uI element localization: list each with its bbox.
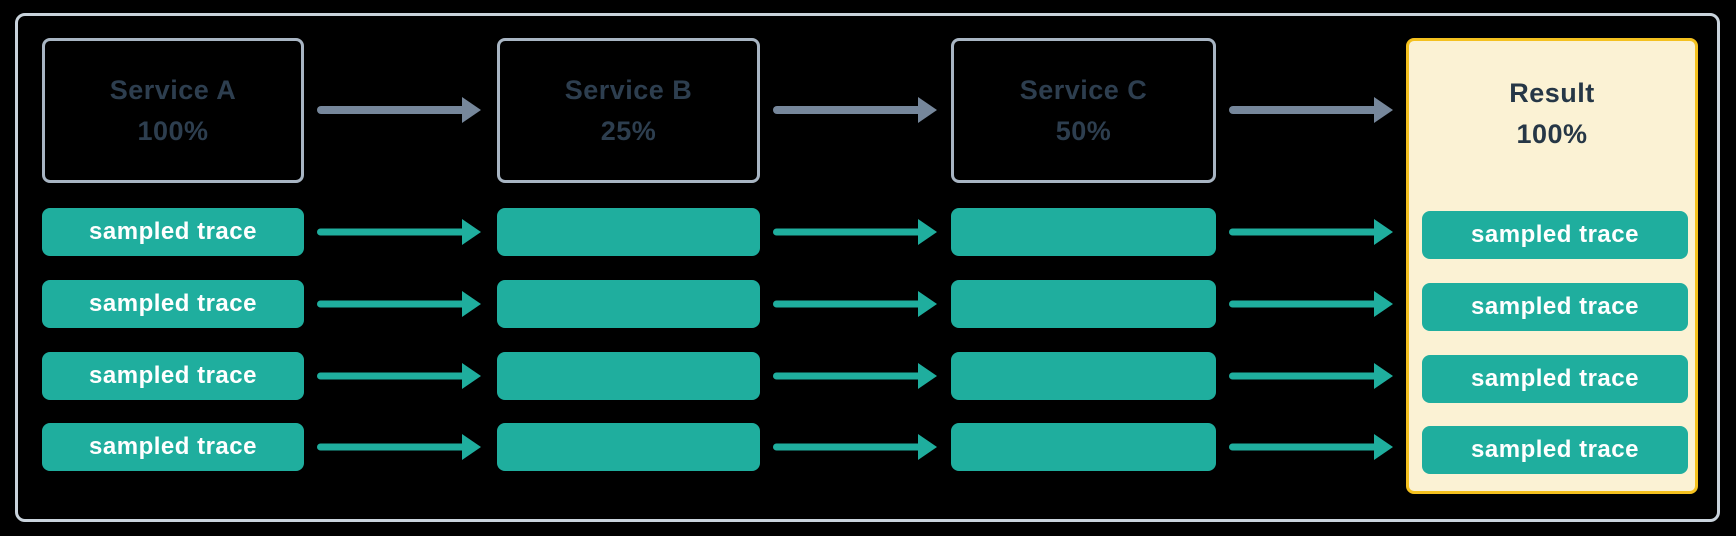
sampled-trace-bar: sampled trace: [42, 208, 304, 256]
sampled-trace-bar: sampled trace: [42, 423, 304, 471]
arrow-head: [462, 363, 481, 389]
trace-bar: [951, 208, 1216, 256]
service-a-name: Service A: [109, 74, 237, 105]
trace-bar: [497, 208, 760, 256]
arrow-shaft: [773, 300, 922, 308]
result-box: Result 100% sampled trace sampled trace …: [1406, 38, 1698, 494]
right-arrow-icon: [1229, 359, 1393, 393]
trace-bar: [951, 352, 1216, 400]
trace-bar: [497, 280, 760, 328]
arrow-head: [1374, 434, 1393, 460]
right-arrow-icon: [1229, 287, 1393, 321]
arrow-shaft: [773, 228, 922, 236]
arrow-head: [918, 434, 937, 460]
arrow-head: [1374, 219, 1393, 245]
arrow-head: [462, 219, 481, 245]
right-arrow-icon: [773, 430, 937, 464]
right-arrow-icon: [1229, 93, 1393, 127]
arrow-head: [918, 363, 937, 389]
arrow-shaft: [1229, 106, 1378, 114]
arrow-head: [918, 291, 937, 317]
arrow-head: [462, 291, 481, 317]
right-arrow-icon: [317, 93, 481, 127]
service-c-sample-rate: 50%: [1055, 115, 1112, 146]
sampled-trace-bar: sampled trace: [1422, 211, 1688, 259]
result-name: Result: [1509, 77, 1595, 108]
sampled-trace-bar: sampled trace: [42, 280, 304, 328]
arrow-shaft: [773, 372, 922, 380]
trace-bar: [497, 352, 760, 400]
arrow-shaft: [317, 106, 466, 114]
arrow-head: [918, 219, 937, 245]
arrow-shaft: [317, 300, 466, 308]
service-c-name: Service C: [1019, 74, 1148, 105]
service-b-box: Service B 25%: [497, 38, 760, 183]
trace-bar: [497, 423, 760, 471]
arrow-head: [462, 434, 481, 460]
arrow-shaft: [317, 228, 466, 236]
result-label-wrap: Result 100%: [1409, 41, 1695, 186]
arrow-shaft: [1229, 228, 1378, 236]
sampled-trace-bar: sampled trace: [1422, 283, 1688, 331]
service-a-box: Service A 100%: [42, 38, 304, 183]
sampled-trace-bar: sampled trace: [1422, 355, 1688, 403]
service-b-sample-rate: 25%: [600, 115, 657, 146]
right-arrow-icon: [317, 215, 481, 249]
right-arrow-icon: [317, 287, 481, 321]
right-arrow-icon: [773, 93, 937, 127]
arrow-head: [918, 97, 937, 123]
arrow-shaft: [773, 106, 922, 114]
service-c-box: Service C 50%: [951, 38, 1216, 183]
trace-bar: [951, 280, 1216, 328]
trace-bar: [951, 423, 1216, 471]
arrow-shaft: [773, 443, 922, 451]
right-arrow-icon: [773, 215, 937, 249]
arrow-shaft: [317, 443, 466, 451]
diagram-frame: [15, 13, 1720, 522]
arrow-shaft: [317, 372, 466, 380]
result-sample-rate: 100%: [1516, 118, 1588, 149]
arrow-head: [1374, 291, 1393, 317]
right-arrow-icon: [773, 287, 937, 321]
right-arrow-icon: [1229, 215, 1393, 249]
arrow-head: [462, 97, 481, 123]
right-arrow-icon: [773, 359, 937, 393]
service-b-name: Service B: [564, 74, 693, 105]
arrow-head: [1374, 363, 1393, 389]
sampled-trace-bar: sampled trace: [1422, 426, 1688, 474]
arrow-shaft: [1229, 300, 1378, 308]
arrow-head: [1374, 97, 1393, 123]
right-arrow-icon: [317, 359, 481, 393]
sampled-trace-bar: sampled trace: [42, 352, 304, 400]
arrow-shaft: [1229, 443, 1378, 451]
arrow-shaft: [1229, 372, 1378, 380]
service-a-sample-rate: 100%: [137, 115, 209, 146]
right-arrow-icon: [1229, 430, 1393, 464]
right-arrow-icon: [317, 430, 481, 464]
